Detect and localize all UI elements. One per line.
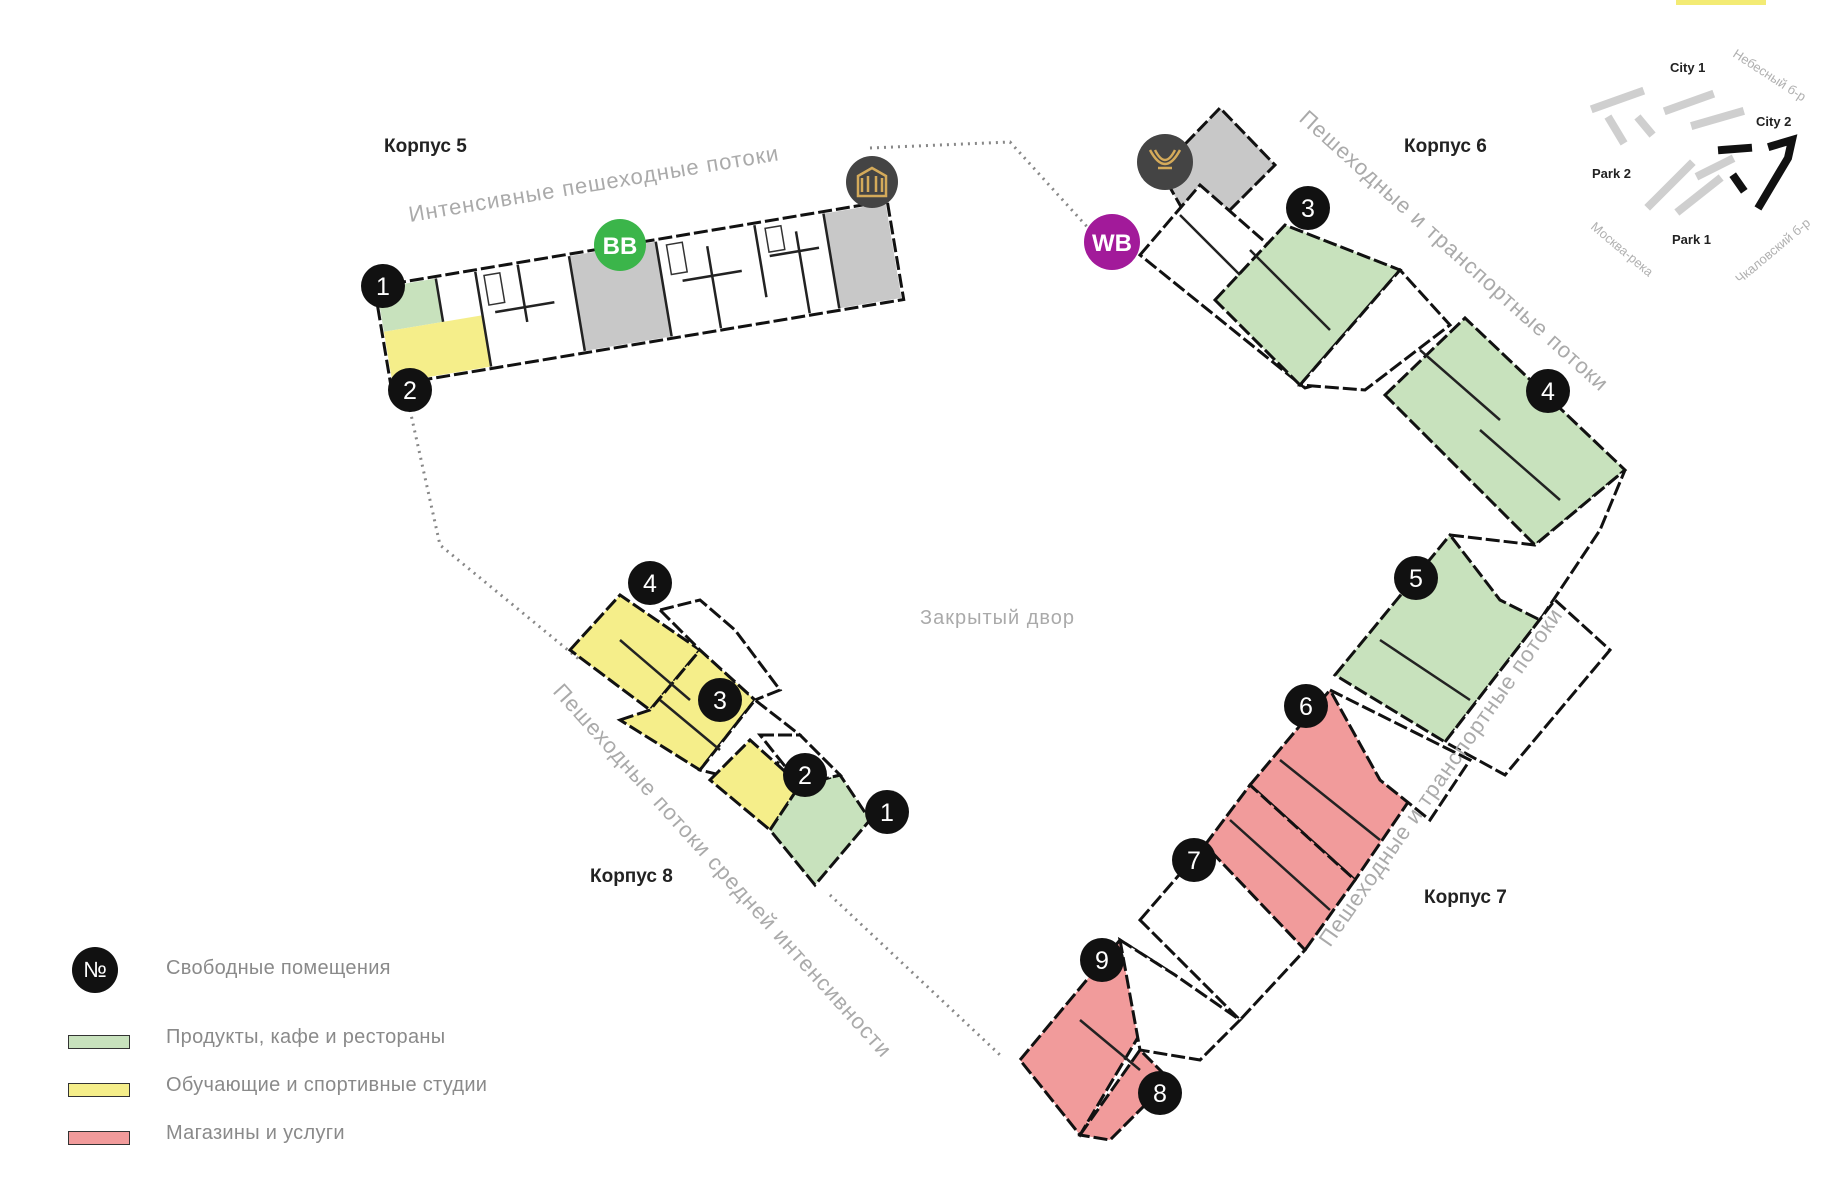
legend-free-label: Свободные помещения [166, 957, 391, 979]
building-label-k5: Корпус 5 [384, 136, 467, 157]
marker-k7-5[interactable]: 5 [1394, 556, 1438, 600]
k8-premise-2-area[interactable] [707, 737, 802, 833]
svg-text:1: 1 [880, 799, 894, 827]
building-k7 [1018, 468, 1627, 1142]
legend-shops-label: Магазины и услуги [166, 1122, 345, 1144]
svg-text:7: 7 [1187, 847, 1201, 875]
marker-k7-8[interactable]: 8 [1138, 1071, 1182, 1115]
courtyard-boundary [408, 140, 1092, 1057]
building-k5 [372, 199, 906, 388]
building-k6 [1137, 105, 1628, 548]
top-accent-bar [1676, 0, 1766, 5]
swatch-studios [68, 1083, 130, 1097]
k5-occupied-vkusvill [568, 241, 672, 351]
marker-k8-1[interactable]: 1 [865, 790, 909, 834]
marker-k6-4[interactable]: 4 [1526, 369, 1570, 413]
building-label-k6: Корпус 6 [1404, 136, 1487, 157]
vkusvill-logo: ВВ [594, 219, 646, 271]
svg-text:3: 3 [1301, 195, 1315, 223]
svg-text:9: 9 [1095, 947, 1109, 975]
marker-k6-3[interactable]: 3 [1286, 186, 1330, 230]
svg-text:2: 2 [403, 377, 417, 405]
minimap-park1: Park 1 [1672, 232, 1711, 247]
minimap-city1: City 1 [1670, 60, 1705, 75]
marker-k8-2[interactable]: 2 [783, 753, 827, 797]
minimap: City 1 City 2 Park 2 Park 1 Небесный б-р… [1588, 46, 1813, 286]
k5-occupied-east [823, 203, 902, 309]
marker-k5-2[interactable]: 2 [388, 368, 432, 412]
svg-text:4: 4 [643, 570, 657, 598]
minimap-city2: City 2 [1756, 114, 1791, 129]
swatch-food [68, 1035, 130, 1049]
svg-text:WB: WB [1092, 230, 1132, 257]
museum-logo [846, 156, 898, 208]
marker-k7-6[interactable]: 6 [1284, 684, 1328, 728]
minimap-street-right: Чкаловский б-р [1732, 215, 1813, 286]
restaurant-logo [1137, 134, 1193, 190]
svg-text:ВВ: ВВ [603, 233, 638, 260]
legend-food-label: Продукты, кафе и рестораны [166, 1026, 446, 1048]
svg-text:4: 4 [1541, 378, 1555, 406]
svg-text:3: 3 [713, 687, 727, 715]
marker-k8-3[interactable]: 3 [698, 678, 742, 722]
marker-k5-1[interactable]: 1 [361, 264, 405, 308]
svg-text:5: 5 [1409, 565, 1423, 593]
wildberries-logo: WB [1084, 214, 1140, 270]
svg-text:8: 8 [1153, 1080, 1167, 1108]
minimap-park2: Park 2 [1592, 166, 1631, 181]
marker-k8-4[interactable]: 4 [628, 561, 672, 605]
number-marker-icon: № [72, 947, 118, 993]
minimap-street-top: Небесный б-р [1730, 46, 1809, 104]
svg-text:6: 6 [1299, 693, 1313, 721]
svg-text:2: 2 [798, 762, 812, 790]
minimap-street-bottom: Москва-река [1588, 219, 1657, 280]
k5-premise-2-area[interactable] [383, 315, 492, 384]
building-label-k8: Корпус 8 [590, 866, 673, 887]
building-label-k7: Корпус 7 [1424, 887, 1507, 908]
marker-k7-9[interactable]: 9 [1080, 938, 1124, 982]
legend-studios-label: Обучающие и спортивные студии [166, 1074, 488, 1096]
marker-k7-7[interactable]: 7 [1172, 838, 1216, 882]
swatch-shops [68, 1131, 130, 1145]
svg-text:1: 1 [376, 273, 390, 301]
courtyard-label: Закрытый двор [920, 607, 1075, 629]
